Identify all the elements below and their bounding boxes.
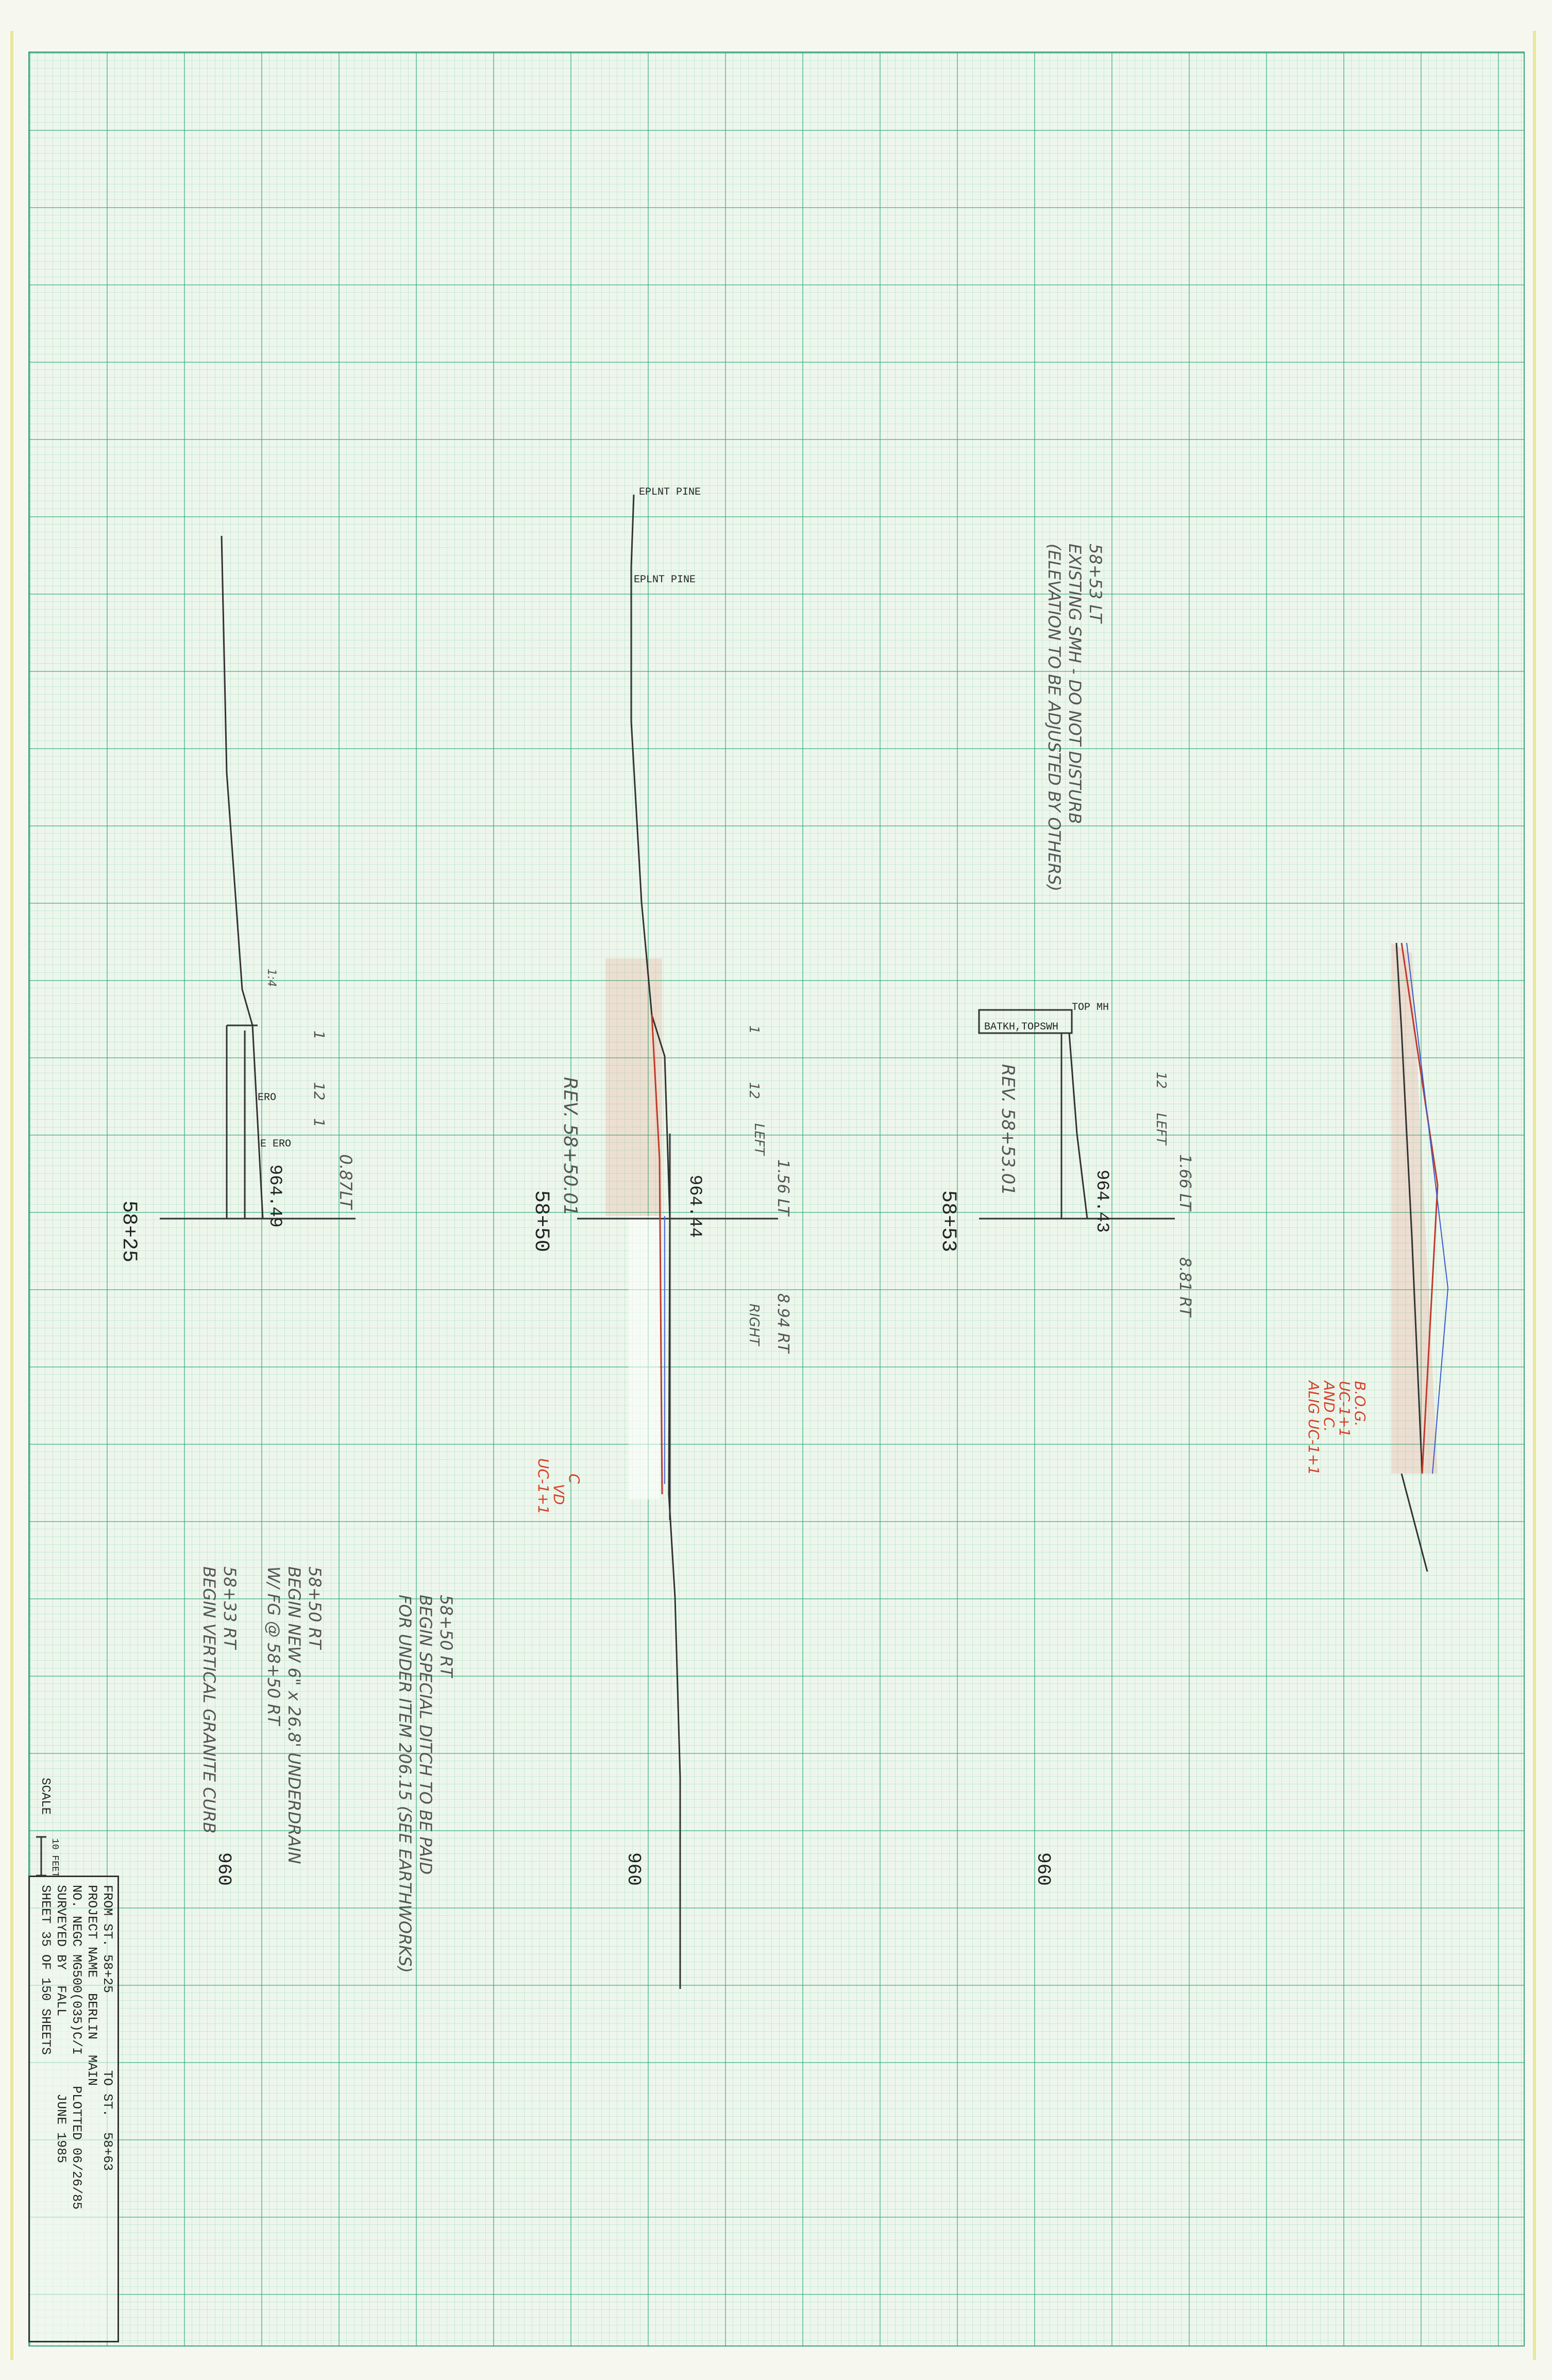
red-note-uc: UC-1+1 xyxy=(535,1458,552,1514)
station-58-25-section: 58+25 964.49 0.87LT 1 12 1 ERO E ERO 1:4 xyxy=(117,535,356,1262)
title-line-5: SHEET 35 OF 150 SHEETS xyxy=(38,1885,53,2055)
note-underdrain-2: BEGIN NEW 6" x 26.8' UNDERDRAIN xyxy=(284,1566,304,1864)
note-ditch-2: BEGIN SPECIAL DITCH TO BE PAID xyxy=(416,1595,435,1875)
station-58-25-label: 58+25 xyxy=(117,1201,140,1262)
station-58-53-slope-b: 12 xyxy=(1153,1072,1169,1089)
datum-label-2: 960 xyxy=(623,1852,644,1886)
station-58-53-offset-rt: 8.81 RT xyxy=(1176,1257,1194,1318)
title-block: FROM ST. 58+25 TO ST. 58+63 PROJECT NAME… xyxy=(28,1876,119,2342)
station-58-53-top-mh: TOP MH xyxy=(1072,1002,1109,1014)
station-58-50-second-label: EPLNT PINE xyxy=(634,574,696,586)
station-58-25-slope-c: 1 xyxy=(311,1118,328,1127)
notes: 58+53 LT EXISTING SMH - DO NOT DISTURB (… xyxy=(199,544,1105,1973)
station-58-25-ero: ERO xyxy=(258,1092,276,1104)
note-underdrain-3: W/ FG @ 58+50 RT xyxy=(264,1566,283,1727)
station-58-50-label: 58+50 xyxy=(529,1190,552,1252)
station-58-25-slope-b: 12 xyxy=(311,1082,328,1101)
graph-paper-grid xyxy=(28,52,1525,2347)
datum-label-3: 960 xyxy=(1033,1852,1054,1886)
title-line-2: PROJECT NAME BERLIN MAIN xyxy=(85,1885,99,2086)
title-line-3: NO. NEGC MG500(035)C/I PLOTTED 06/26/85 xyxy=(69,1885,84,2210)
note-curb-2: BEGIN VERTICAL GRANITE CURB xyxy=(199,1566,219,1833)
station-58-53-left-label: LEFT xyxy=(1153,1113,1169,1146)
sheet-edge-right xyxy=(1533,31,1536,2360)
station-58-53-section: TOP MH BATKH,TOPSWH 58+53 REV. 58+53.01 … xyxy=(936,1002,1194,1318)
note-ditch-3: FOR UNDER ITEM 206.15 (SEE EARTHWORKS) xyxy=(395,1595,415,1973)
red-notes-58-50: C VD UC-1+1 xyxy=(535,1458,583,1514)
station-58-53-offset-lt: 1.66 LT xyxy=(1176,1154,1194,1212)
station-58-50-section: EPLNT PINE EPLNT PINE 58+50 REV. 58+50.0… xyxy=(529,486,792,1989)
note-underdrain-1: 58+50 RT xyxy=(305,1566,325,1650)
station-58-50-left-label: LEFT xyxy=(751,1123,767,1156)
title-line-1: FROM ST. 58+25 TO ST. 58+63 xyxy=(100,1885,115,2171)
title-line-4: SURVEYED BY FALL JUNE 1985 xyxy=(54,1885,69,2164)
note-existing-smh-2: EXISTING SMH - DO NOT DISTURB xyxy=(1065,544,1085,824)
station-58-53-elevation: 964.43 xyxy=(1092,1170,1111,1233)
station-58-25-offset: 0.87LT xyxy=(336,1154,356,1210)
sheet-edge-left xyxy=(10,31,13,2360)
red-note-4: ALIG UC-1+1 xyxy=(1305,1380,1322,1475)
scale-bar: SCALE 10 FEET xyxy=(36,1778,60,1878)
red-note-1: B.O.G. xyxy=(1352,1381,1369,1427)
scale-value: 10 FEET xyxy=(49,1838,60,1878)
red-note-vd: VD xyxy=(550,1484,567,1505)
red-note-c: C xyxy=(566,1474,583,1484)
note-existing-smh-1: 58+53 LT xyxy=(1086,544,1105,624)
station-58-50-offset-lt: 1.56 LT xyxy=(774,1159,792,1217)
station-58-50-slope-b: 12 xyxy=(746,1082,762,1099)
station-58-25-ero-2: E ERO xyxy=(260,1138,291,1150)
note-curb-1: 58+33 RT xyxy=(220,1566,240,1650)
station-58-50-top-label: EPLNT PINE xyxy=(639,486,701,498)
scale-label: SCALE xyxy=(38,1778,52,1815)
station-58-50-rev: REV. 58+50.01 xyxy=(560,1077,581,1216)
note-ditch-1: 58+50 RT xyxy=(436,1595,456,1679)
station-58-25-elevation: 964.49 xyxy=(265,1164,284,1227)
station-58-50-right-label: RIGHT xyxy=(746,1304,762,1346)
station-58-53-batkh: BATKH,TOPSWH xyxy=(984,1021,1058,1033)
station-58-50-slope-a: 1 xyxy=(746,1025,762,1034)
red-note-3: AND C. xyxy=(1321,1380,1338,1432)
station-58-50-elevation: 964.44 xyxy=(685,1175,704,1238)
station-58-53-label: 58+53 xyxy=(936,1190,959,1252)
station-58-25-slope-a: 1 xyxy=(311,1031,328,1040)
station-58-25-grade-slope: 1:4 xyxy=(265,969,278,987)
note-existing-smh-3: (ELEVATION TO BE ADJUSTED BY OTHERS) xyxy=(1044,544,1064,891)
red-note-2: UC-1+1 xyxy=(1336,1381,1353,1437)
station-58-53-rev: REV. 58+53.01 xyxy=(998,1064,1018,1195)
station-58-50-offset-rt: 8.94 RT xyxy=(774,1293,792,1354)
datum-label-1: 960 xyxy=(213,1852,234,1886)
right-sketch-section: B.O.G. UC-1+1 AND C. ALIG UC-1+1 xyxy=(1305,942,1449,1572)
